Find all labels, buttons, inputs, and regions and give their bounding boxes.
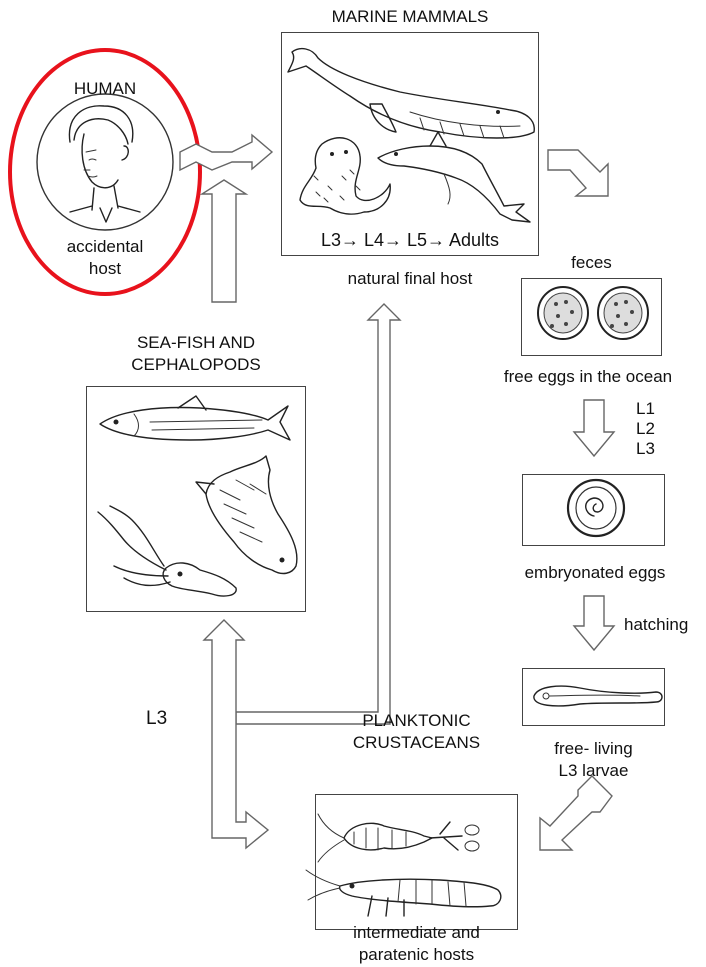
embryonated-eggs-caption: embryonated eggs xyxy=(470,562,706,583)
arrow-fish-to-human xyxy=(202,180,246,302)
crustaceans-caption-line2: paratenic hosts xyxy=(295,944,538,965)
copepod-icon xyxy=(318,814,479,862)
stage-l3-label: L3 xyxy=(636,438,655,459)
mammal-stages-label: L3→ L4→ L5→ Adults xyxy=(281,230,539,251)
crustaceans-caption-line1: intermediate and xyxy=(295,922,538,943)
human-caption-line1: accidental xyxy=(44,236,166,257)
arrow-larvae-to-crustaceans xyxy=(540,776,612,850)
larvae-caption-line2: L3 larvae xyxy=(522,760,665,781)
human-caption-line2: host xyxy=(44,258,166,279)
arrow-fish-crustaceans xyxy=(204,620,268,848)
crustaceans-title-line2: CRUSTACEANS xyxy=(315,732,518,753)
arrow-mammals-to-feces xyxy=(548,150,608,196)
fish-title-line1: SEA-FISH AND xyxy=(86,332,306,353)
human-face-icon xyxy=(37,94,173,230)
stage-l1-label: L1 xyxy=(636,398,655,419)
larvae-caption-line1: free- living xyxy=(522,738,665,759)
squid-icon xyxy=(98,506,236,596)
egg-icon xyxy=(538,287,648,339)
marine-mammals-title: MARINE MAMMALS xyxy=(281,6,539,27)
salmon-icon xyxy=(196,456,297,573)
hatching-label: hatching xyxy=(624,614,688,635)
arrow-hatching xyxy=(574,596,614,650)
feces-title: feces xyxy=(521,252,662,273)
herring-icon xyxy=(100,396,290,440)
embryonated-egg-icon xyxy=(568,480,624,536)
arrow-feces-to-eggs xyxy=(574,400,614,456)
natural-final-host-caption: natural final host xyxy=(281,268,539,289)
shrimp-icon xyxy=(306,870,501,916)
dolphin-icon xyxy=(378,132,530,222)
l3-transfer-label: L3 xyxy=(146,708,167,729)
larva-icon xyxy=(534,686,662,706)
fish-title-line2: CEPHALOPODS xyxy=(86,354,306,375)
seal-icon xyxy=(300,138,390,214)
whale-icon xyxy=(288,49,534,138)
arrow-to-mammals xyxy=(180,135,272,170)
stage-l2-label: L2 xyxy=(636,418,655,439)
crustaceans-title-line1: PLANKTONIC xyxy=(315,710,518,731)
free-eggs-caption: free eggs in the ocean xyxy=(470,366,706,387)
human-title: HUMAN xyxy=(44,78,166,99)
